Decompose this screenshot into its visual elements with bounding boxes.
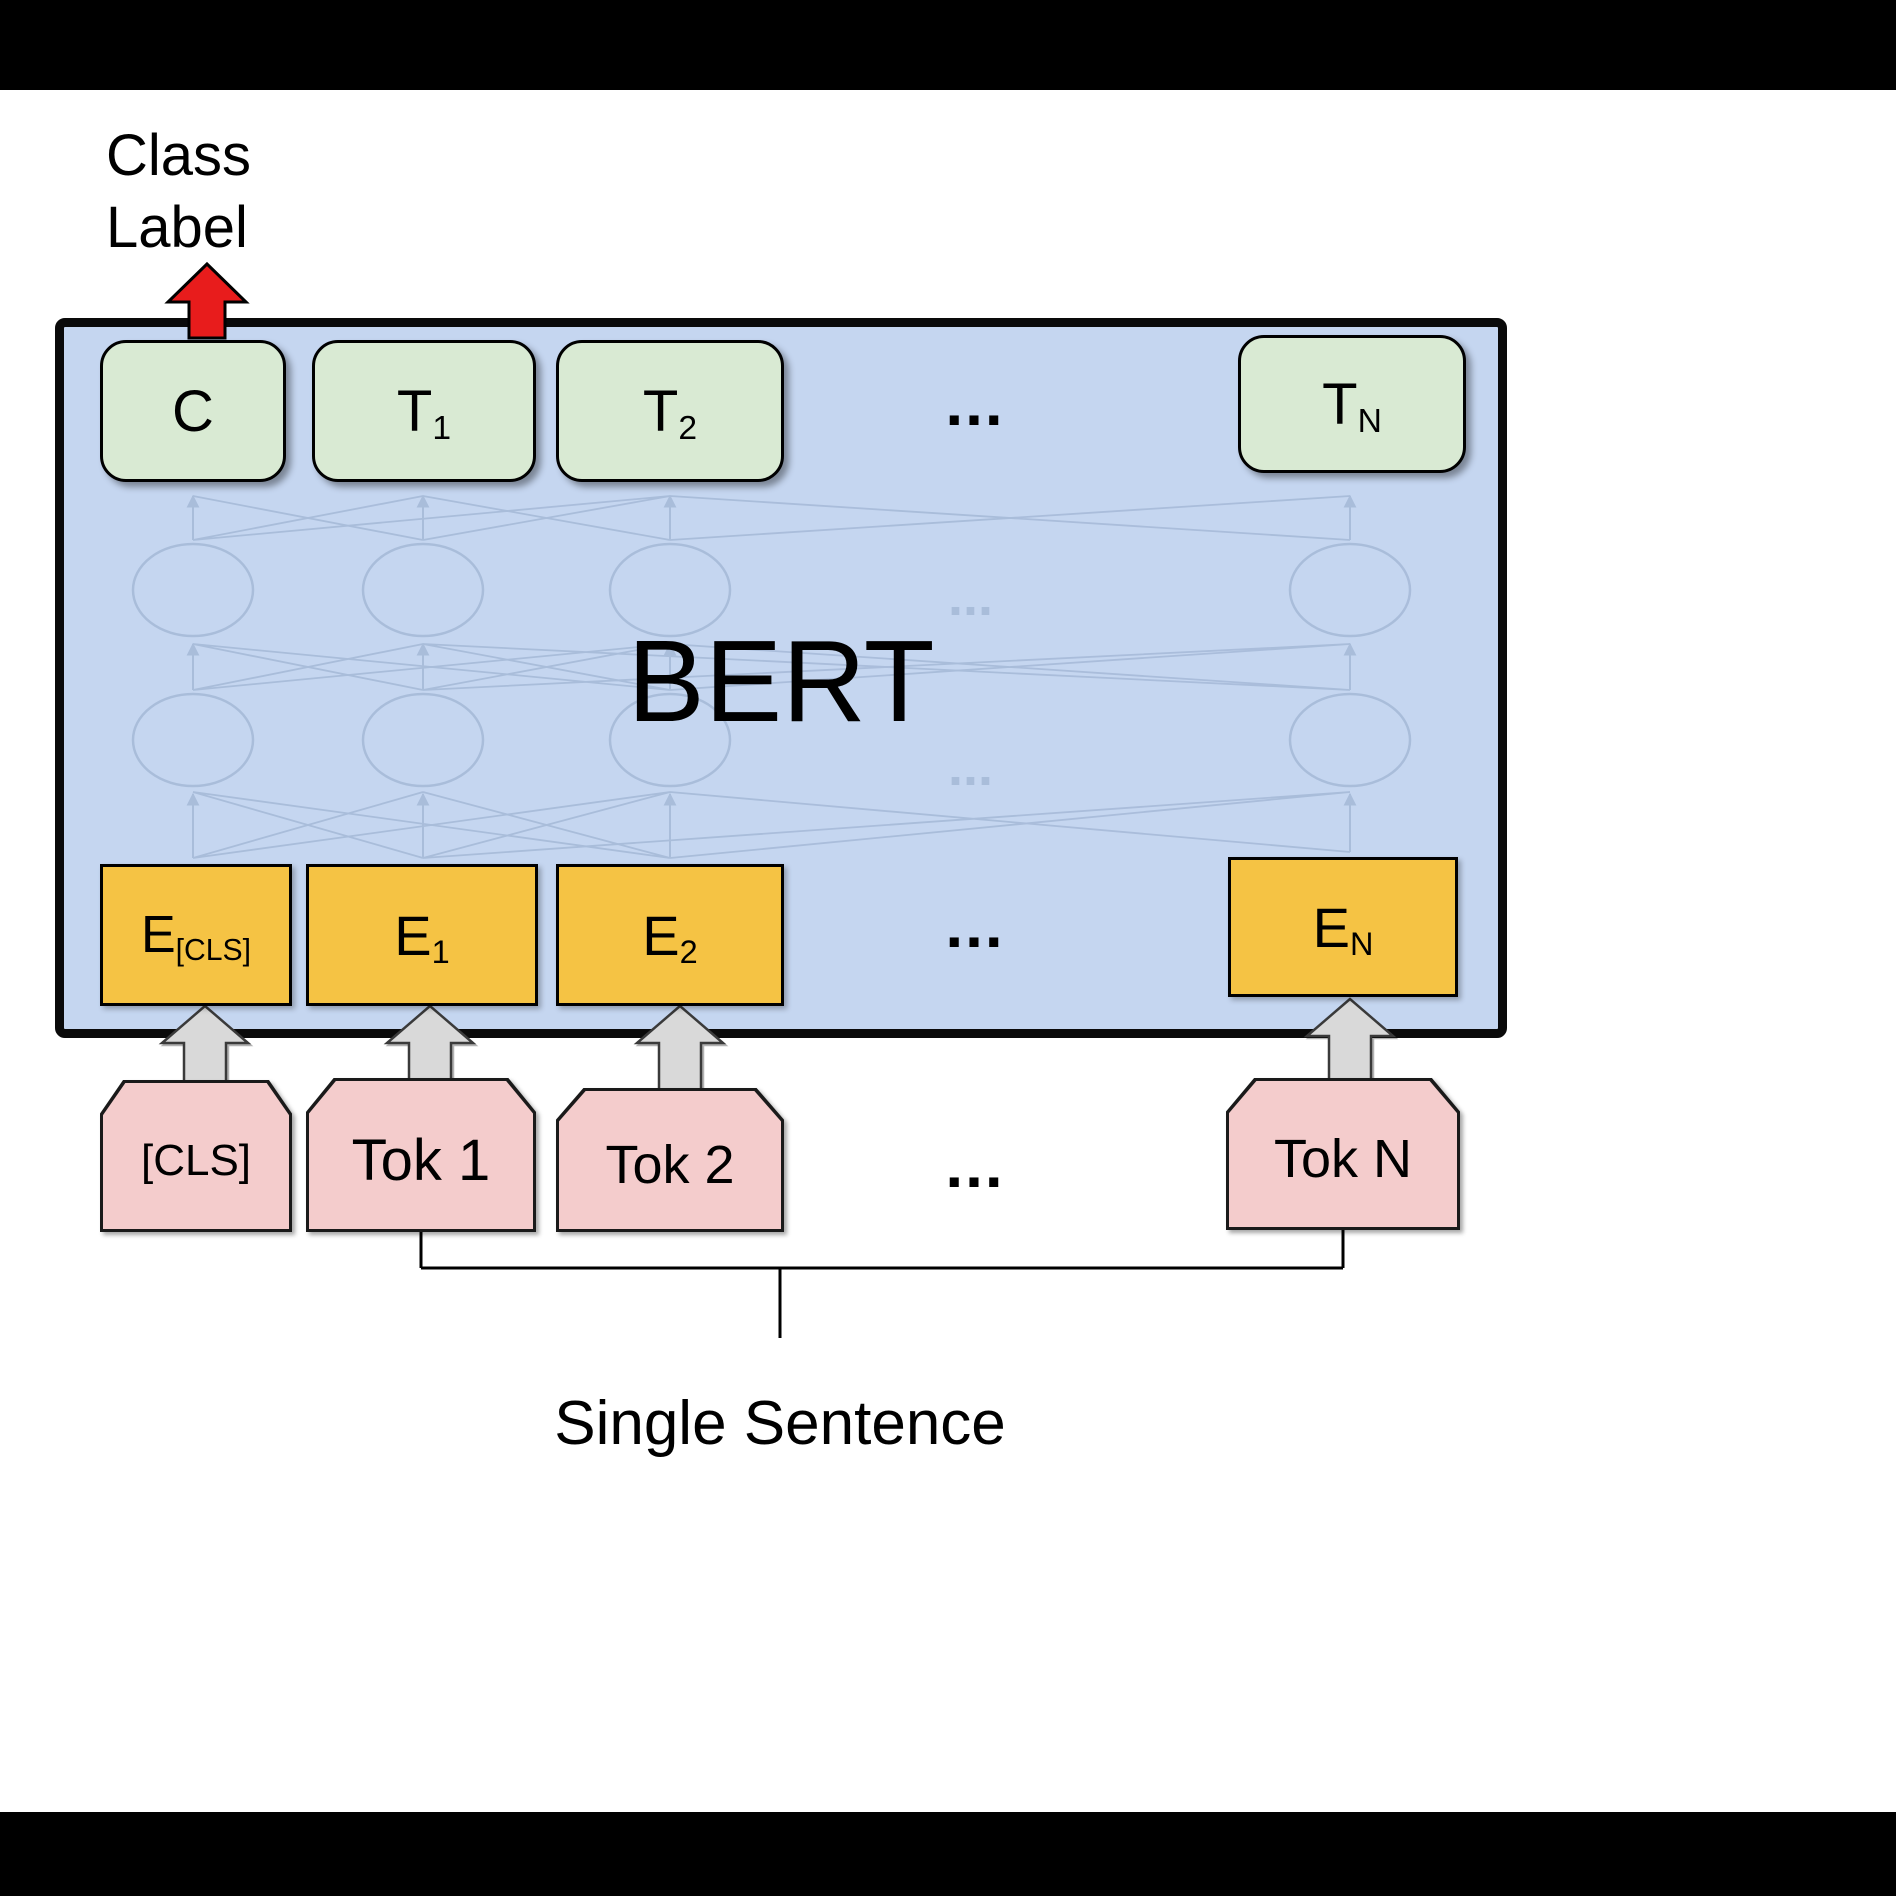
embedding-label: E1 bbox=[394, 903, 450, 970]
class-label: Class Label bbox=[106, 120, 251, 264]
output-label: T1 bbox=[396, 378, 452, 447]
embedding-row-ellipsis: ... bbox=[945, 889, 1005, 961]
single-sentence-caption: Single Sentence bbox=[554, 1389, 1006, 1458]
embedding-label: E[CLS] bbox=[140, 906, 252, 967]
embedding-box-en: EN bbox=[1228, 857, 1458, 997]
bert-label: BERT bbox=[627, 616, 935, 746]
output-label: TN bbox=[1322, 371, 1382, 440]
token-label: Tok 1 bbox=[351, 1127, 491, 1193]
token-box-cls: [CLS] bbox=[100, 1080, 292, 1232]
output-box-t1: T1 bbox=[312, 340, 536, 482]
output-label: T2 bbox=[642, 378, 698, 447]
token-box-border: Tok N bbox=[1226, 1078, 1460, 1230]
output-label: C bbox=[172, 378, 214, 444]
token-box-fill: [CLS] bbox=[103, 1083, 289, 1229]
class-label-line2: Label bbox=[106, 194, 248, 260]
single-sentence-bracket bbox=[419, 1230, 1345, 1338]
embedding-label: E2 bbox=[642, 903, 698, 970]
embedding-box-e2: E2 bbox=[556, 864, 784, 1006]
letterbox-top-bar bbox=[0, 0, 1896, 90]
token-box-border: Tok 2 bbox=[556, 1088, 784, 1232]
output-row-ellipsis: ... bbox=[945, 367, 1005, 439]
token-box-fill: Tok 2 bbox=[559, 1091, 781, 1229]
output-box-tn: TN bbox=[1238, 335, 1466, 473]
token-box-border: Tok 1 bbox=[306, 1078, 536, 1232]
token-label: Tok N bbox=[1273, 1129, 1413, 1189]
token-box-tok1: Tok 1 bbox=[306, 1078, 536, 1232]
output-box-t2: T2 bbox=[556, 340, 784, 482]
letterbox-bottom-bar bbox=[0, 1812, 1896, 1896]
token-box-tok2: Tok 2 bbox=[556, 1088, 784, 1232]
token-box-fill: Tok 1 bbox=[309, 1081, 533, 1229]
output-box-c: C bbox=[100, 340, 286, 482]
token-label: Tok 2 bbox=[605, 1135, 735, 1195]
token-box-border: [CLS] bbox=[100, 1080, 292, 1232]
token-row-ellipsis: ... bbox=[945, 1129, 1005, 1201]
embedding-box-e1: E1 bbox=[306, 864, 538, 1006]
embedding-box-ecls: E[CLS] bbox=[100, 864, 292, 1006]
token-label: [CLS] bbox=[140, 1136, 252, 1185]
embedding-label: EN bbox=[1312, 895, 1374, 962]
token-box-tokn: Tok N bbox=[1226, 1078, 1460, 1230]
class-label-line1: Class bbox=[106, 123, 252, 188]
token-box-fill: Tok N bbox=[1229, 1081, 1457, 1227]
